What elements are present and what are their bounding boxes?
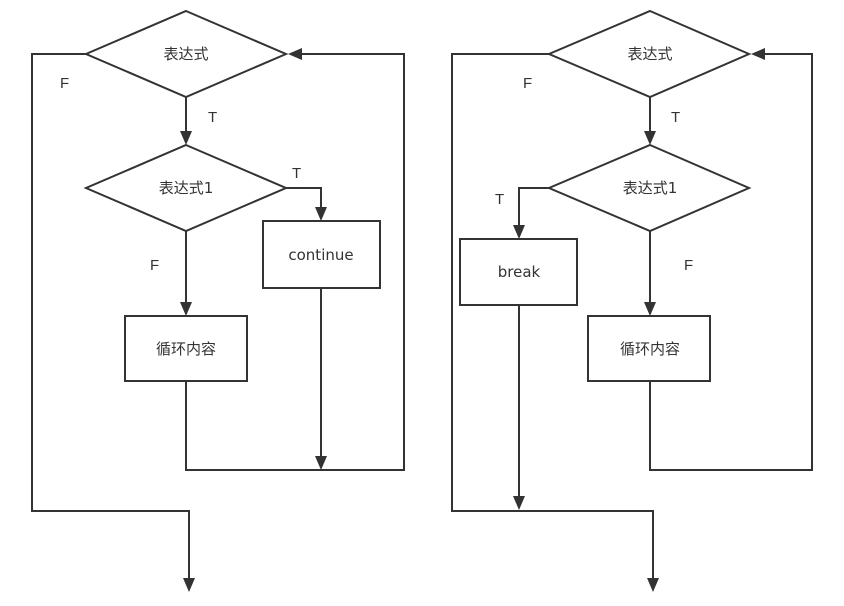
continue-text: continue xyxy=(288,246,353,264)
arrow-to-condition1 xyxy=(180,131,192,145)
label-condition-true: T xyxy=(671,109,680,126)
arrow-to-continue xyxy=(315,207,327,221)
edge-condition1-true xyxy=(286,187,322,209)
arrow-continue-merge xyxy=(315,456,327,470)
edge-condition-false-exit xyxy=(31,53,190,580)
loop-body-text: 循环内容 xyxy=(620,340,680,358)
continue-box[interactable] xyxy=(262,220,381,289)
condition-text: 表达式 xyxy=(627,45,672,63)
label-condition-false: F xyxy=(60,75,69,92)
edge-condition1-true xyxy=(518,187,549,227)
break-flowchart: 表达式 表达式1 break 循环内容 F T T F xyxy=(451,9,813,592)
arrow-loop-back xyxy=(751,48,765,60)
continue-flowchart: 表达式 表达式1 continue 循环内容 F T T F xyxy=(31,9,405,592)
arrow-to-body xyxy=(644,302,656,316)
label-condition-false: F xyxy=(523,75,532,92)
condition1-text: 表达式1 xyxy=(159,179,214,197)
condition-diamond[interactable] xyxy=(546,9,752,99)
arrow-to-body xyxy=(180,302,192,316)
edge-condition-false-exit xyxy=(451,53,654,580)
condition1-diamond[interactable] xyxy=(83,143,289,233)
break-box[interactable] xyxy=(459,238,578,306)
arrow-to-condition1 xyxy=(644,131,656,145)
arrow-to-break xyxy=(513,225,525,239)
condition1-text: 表达式1 xyxy=(623,179,678,197)
condition-diamond[interactable] xyxy=(83,9,289,99)
edge-loop-back xyxy=(185,53,405,471)
arrow-break-exit xyxy=(513,496,525,510)
condition1-diamond[interactable] xyxy=(546,143,752,233)
edge-loop-back xyxy=(649,53,813,471)
condition-text: 表达式 xyxy=(163,45,208,63)
break-text: break xyxy=(498,263,541,281)
arrow-loop-back xyxy=(288,48,302,60)
label-condition-true: T xyxy=(208,109,217,126)
label-condition1-false: F xyxy=(150,257,159,274)
label-condition1-true: T xyxy=(292,165,301,182)
arrow-exit xyxy=(183,578,195,592)
label-condition1-false: F xyxy=(684,257,693,274)
loop-body-box[interactable] xyxy=(124,315,248,382)
loop-body-text: 循环内容 xyxy=(156,340,216,358)
label-condition1-true: T xyxy=(495,191,504,208)
loop-body-box[interactable] xyxy=(587,315,711,382)
arrow-exit xyxy=(647,578,659,592)
